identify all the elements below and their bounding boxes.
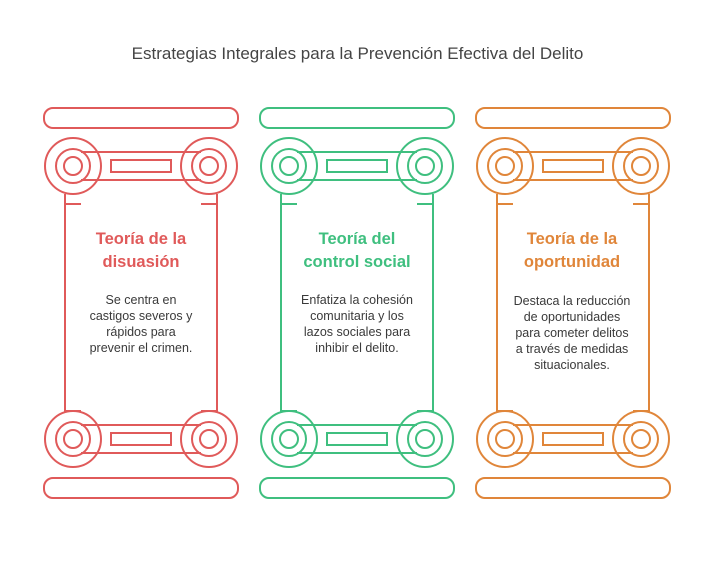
column-social-control: Teoría del control social Enfatiza la co… — [282, 228, 432, 356]
pillar-opportunity — [475, 107, 671, 499]
top-slab — [259, 107, 455, 129]
bottom-capital-right-volute-outer — [180, 410, 238, 468]
pillar-social-control — [259, 107, 455, 499]
bottom-capital-left-volute-middle — [271, 421, 307, 457]
shaft — [64, 194, 218, 412]
top-capital-left-volute-middle — [55, 148, 91, 184]
top-capital-plaque — [110, 159, 172, 173]
column-heading: Teoría de la disuasión — [95, 230, 187, 271]
bottom-capital-left-volute-inner — [279, 429, 299, 449]
bottom-capital-left-volute-middle — [55, 421, 91, 457]
bottom-capital-right-volute-inner — [199, 429, 219, 449]
column-description: Se centra en castigos severos y rápidos … — [89, 293, 193, 355]
column-description: Destaca la reducción de oportunidades pa… — [513, 294, 631, 372]
bottom-capital-right-volute-outer — [396, 410, 454, 468]
diagram-title: Estrategias Integrales para la Prevenció… — [131, 44, 584, 63]
bottom-capital-left-volute-middle — [487, 421, 523, 457]
top-capital-right-volute-inner — [415, 156, 435, 176]
top-capital-right-volute-inner — [199, 156, 219, 176]
bottom-capital-left-volute-inner — [495, 429, 515, 449]
pillar-deterrence — [43, 107, 239, 499]
bottom-capital-left-volute-outer — [44, 410, 102, 468]
column-heading: Teoría de la oportunidad — [523, 230, 621, 271]
top-capital-left-volute-outer — [260, 137, 318, 195]
bottom-slab — [43, 477, 239, 499]
column-heading: Teoría del control social — [303, 230, 411, 271]
top-capital-plaque — [542, 159, 604, 173]
column-description: Enfatiza la cohesión comunitaria y los l… — [301, 293, 413, 355]
bottom-capital-right-volute-inner — [631, 429, 651, 449]
bottom-capital-left-volute-outer — [260, 410, 318, 468]
bottom-capital-left-volute-inner — [63, 429, 83, 449]
top-capital-left-volute-outer — [476, 137, 534, 195]
bottom-capital-plaque — [542, 432, 604, 446]
bottom-capital-plaque — [110, 432, 172, 446]
top-capital-right-volute-outer — [396, 137, 454, 195]
bottom-capital-right-volute-inner — [415, 429, 435, 449]
bottom-capital-left-volute-outer — [476, 410, 534, 468]
top-capital-left-volute-inner — [279, 156, 299, 176]
top-capital-right-volute-middle — [407, 148, 443, 184]
bottom-capital-right-volute-outer — [612, 410, 670, 468]
top-capital-right-volute-middle — [623, 148, 659, 184]
column-deterrence: Teoría de la disuasión Se centra en cast… — [66, 228, 216, 356]
shaft — [496, 194, 650, 412]
bottom-capital-plaque — [326, 432, 388, 446]
top-capital-plaque — [326, 159, 388, 173]
top-capital-right-volute-inner — [631, 156, 651, 176]
top-capital-left-volute-outer — [44, 137, 102, 195]
bottom-slab — [259, 477, 455, 499]
column-opportunity: Teoría de la oportunidad Destaca la redu… — [497, 228, 647, 373]
top-slab — [475, 107, 671, 129]
top-capital-left-volute-inner — [495, 156, 515, 176]
top-capital-right-volute-outer — [612, 137, 670, 195]
top-capital-right-volute-middle — [191, 148, 227, 184]
top-capital-left-volute-inner — [63, 156, 83, 176]
bottom-capital-right-volute-middle — [407, 421, 443, 457]
top-capital-right-volute-outer — [180, 137, 238, 195]
bottom-capital-right-volute-middle — [623, 421, 659, 457]
shaft — [280, 194, 434, 412]
top-capital-left-volute-middle — [271, 148, 307, 184]
bottom-capital-right-volute-middle — [191, 421, 227, 457]
top-capital-left-volute-middle — [487, 148, 523, 184]
bottom-slab — [475, 477, 671, 499]
top-slab — [43, 107, 239, 129]
